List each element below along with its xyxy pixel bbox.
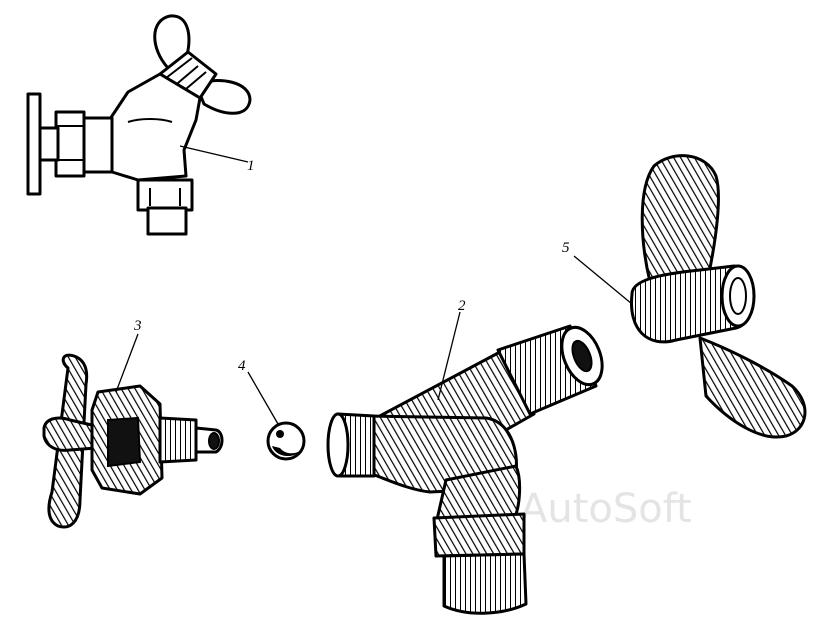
callout-label-2: 2 [458, 298, 466, 314]
wing-nut [630, 154, 807, 439]
angled-valve-body [326, 324, 604, 615]
leader-line-2 [437, 311, 461, 401]
valve-stem-with-handle [42, 353, 224, 529]
leader-line-4 [247, 371, 279, 425]
callout-label-3: 3 [133, 318, 142, 334]
leader-line-3 [115, 333, 139, 393]
leader-line-1 [179, 145, 249, 163]
steel-ball [266, 421, 306, 461]
callout-label-1: 1 [247, 158, 255, 174]
leader-line-5 [573, 255, 633, 305]
watermark-text: AutoSoft [520, 486, 692, 532]
callout-label-4: 4 [238, 358, 246, 374]
assembled-valve-drawing [26, 14, 252, 236]
callout-label-5: 5 [562, 240, 570, 256]
